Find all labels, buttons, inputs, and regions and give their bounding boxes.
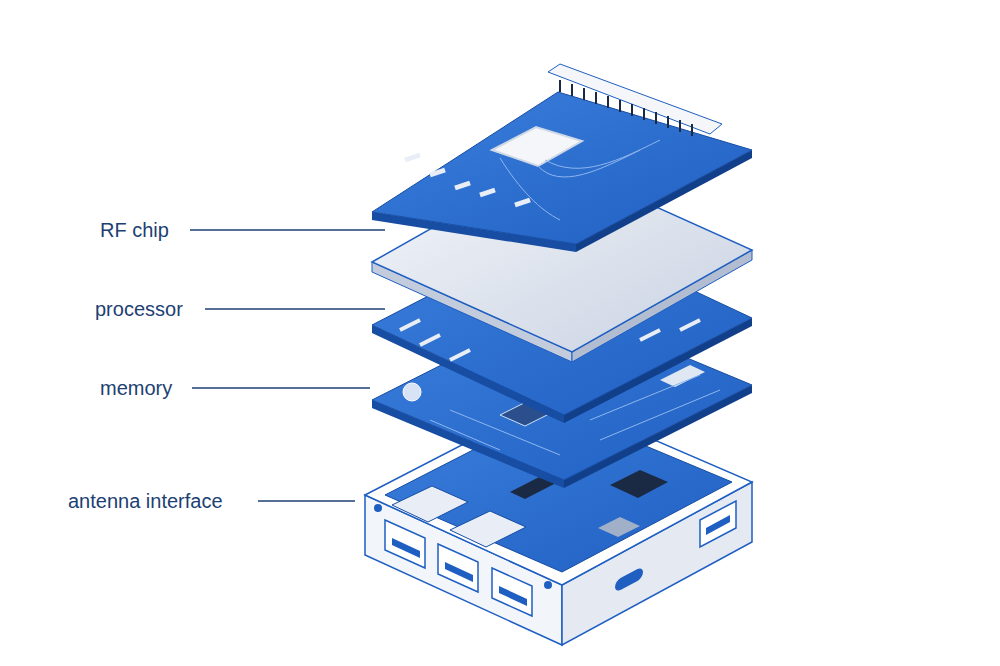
port-pins [392, 538, 420, 558]
screw-hole [374, 504, 382, 512]
leader-line [192, 387, 370, 389]
usb-c-port [615, 566, 643, 593]
usb-port [385, 520, 425, 568]
part-label: RF chip [100, 218, 169, 242]
usb-port [438, 544, 478, 592]
rf-chip [492, 127, 582, 166]
leader-line [190, 229, 385, 231]
pin-header [548, 64, 722, 134]
ethernet-port [450, 511, 526, 547]
leader-line [258, 500, 355, 502]
ethernet-port [392, 486, 468, 522]
port-pins [706, 515, 730, 535]
part-label: memory [100, 376, 172, 400]
side-port [700, 501, 736, 547]
ic-chip [598, 517, 640, 537]
usb-port [492, 568, 532, 616]
antenna-connector [403, 383, 421, 401]
ic-chip [610, 470, 668, 498]
pcb-traces [500, 140, 660, 220]
port-pins [499, 586, 527, 606]
part-label: antenna interface [68, 489, 223, 513]
header-pins [560, 80, 692, 136]
smd-components [405, 155, 530, 205]
screw-hole [544, 581, 552, 589]
leader-line [205, 308, 385, 310]
port-pins [445, 562, 473, 582]
part-label: processor [95, 297, 183, 321]
